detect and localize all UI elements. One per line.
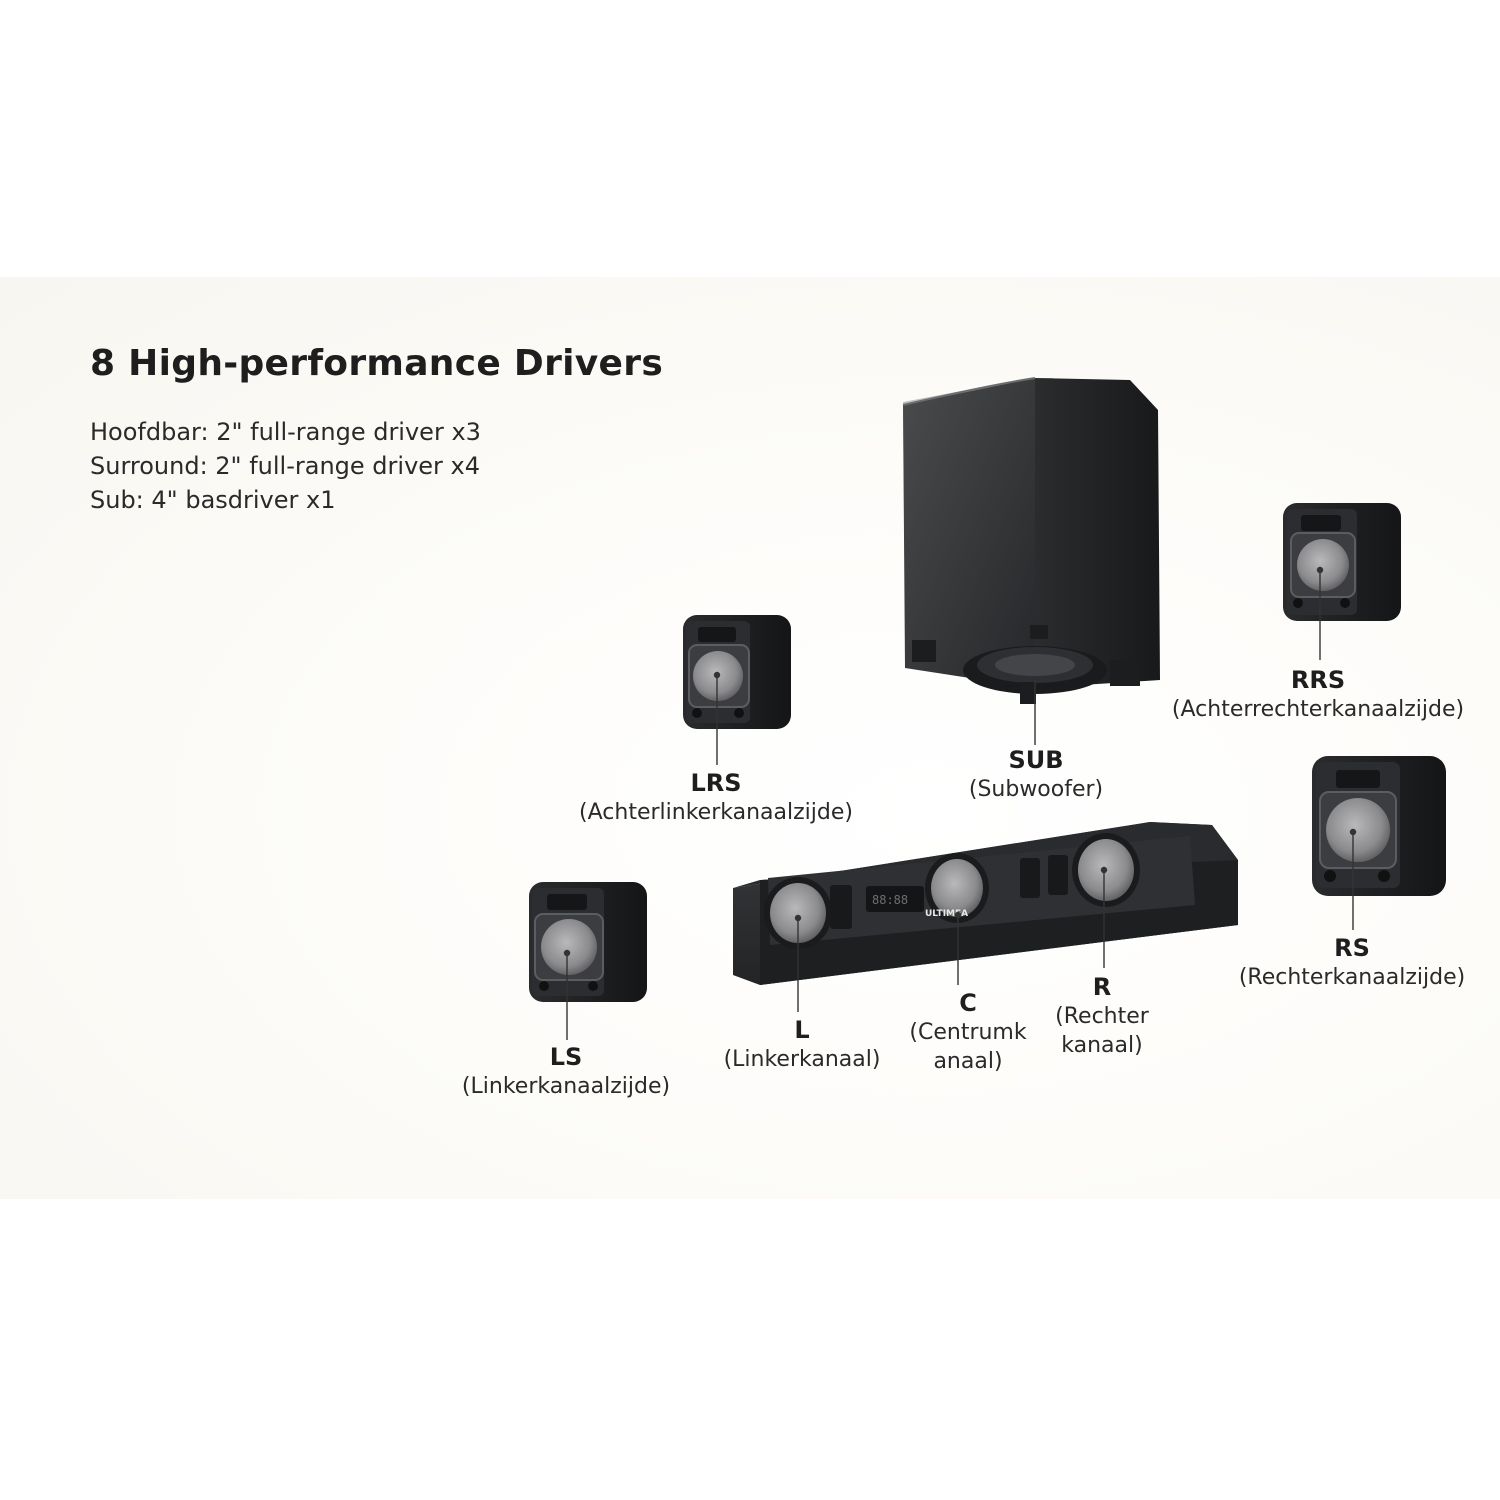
label-c-desc-1: (Centrumk — [909, 1020, 1027, 1045]
soundbar: 88:88 ULTIMEA — [733, 822, 1238, 985]
speaker-rrs — [1283, 503, 1401, 621]
speaker-lrs — [683, 615, 791, 729]
label-r-desc-2: kanaal) — [1061, 1033, 1143, 1058]
spec-sub: Sub: 4" basdriver x1 — [90, 486, 336, 514]
leader-lines — [563, 566, 1357, 1040]
label-ls-code: LS — [549, 1043, 583, 1071]
label-rrs: RRS (Achterrechterkanaalzijde) — [1172, 665, 1464, 724]
label-c-desc-2: anaal) — [933, 1049, 1003, 1074]
label-r-desc-1: (Rechter — [1055, 1004, 1149, 1029]
label-rrs-desc: (Achterrechterkanaalzijde) — [1171, 697, 1465, 722]
label-sub-code: SUB — [1008, 746, 1064, 774]
label-ls: LS (Linkerkanaalzijde) — [462, 1042, 670, 1101]
label-r: R (Rechter kanaal) — [1055, 972, 1149, 1060]
page-title: 8 High-performance Drivers — [90, 343, 664, 384]
spec-main-bar: Hoofdbar: 2" full-range driver x3 — [90, 418, 481, 446]
label-sub: SUB (Subwoofer) — [969, 745, 1103, 804]
brand-logo-text: ULTIMEA — [925, 909, 968, 919]
label-lrs: LRS (Achterlinkerkanaalzijde) — [579, 768, 853, 827]
background-panel — [0, 277, 1500, 1199]
svg-text:88:88: 88:88 — [872, 893, 908, 907]
label-lrs-desc: (Achterlinkerkanaalzijde) — [579, 800, 853, 825]
label-sub-desc: (Subwoofer) — [968, 777, 1104, 802]
spec-surround: Surround: 2" full-range driver x4 — [90, 452, 480, 480]
label-l-code: L — [794, 1016, 810, 1044]
label-ls-desc: (Linkerkanaalzijde) — [461, 1074, 671, 1099]
label-r-code: R — [1092, 973, 1112, 1001]
label-lrs-code: LRS — [690, 769, 742, 797]
label-rrs-code: RRS — [1290, 666, 1346, 694]
label-rs-code: RS — [1334, 934, 1370, 962]
subwoofer — [902, 377, 1160, 704]
label-c-code: C — [959, 989, 977, 1017]
label-c: C (Centrumk anaal) — [909, 988, 1026, 1076]
label-rs: RS (Rechterkanaalzijde) — [1239, 933, 1465, 992]
speaker-ls — [529, 882, 647, 1002]
label-l: L (Linkerkanaal) — [724, 1015, 881, 1074]
label-rs-desc: (Rechterkanaalzijde) — [1238, 965, 1466, 990]
speaker-rs — [1312, 756, 1446, 896]
driver-specs: Hoofdbar: 2" full-range driver x3 Surrou… — [90, 415, 481, 517]
label-l-desc: (Linkerkanaal) — [723, 1047, 881, 1072]
